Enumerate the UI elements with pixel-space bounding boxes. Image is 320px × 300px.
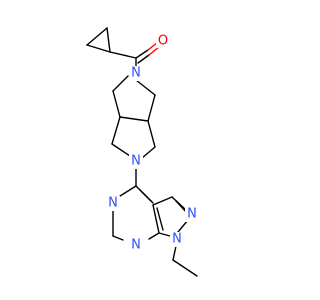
bond (152, 204, 160, 234)
molecule-structure: O N N N N N N (86, 27, 199, 277)
atom-label-oxygen: O (158, 34, 168, 49)
atom-label-nitrogen: N (187, 207, 197, 222)
ethyl-group (172, 245, 198, 277)
carbonyl-group (109, 41, 160, 69)
bond (119, 116, 149, 122)
bond (109, 51, 137, 59)
bond (172, 259, 198, 277)
bond (119, 185, 137, 197)
bond (147, 94, 156, 122)
bond (158, 232, 171, 237)
cyclopropyl-group (86, 27, 111, 53)
atom-label-nitrogen: N (131, 66, 141, 81)
bond (86, 44, 111, 53)
purine-core (112, 185, 189, 241)
atom-label-nitrogen: N (131, 238, 141, 253)
bond (111, 116, 121, 145)
atom-label-nitrogen: N (172, 232, 182, 247)
atom-label-nitrogen: N (108, 196, 118, 211)
bond (135, 49, 149, 59)
bond (147, 120, 156, 148)
bond (172, 245, 177, 261)
bond (112, 90, 121, 118)
bicyclic-amine (111, 75, 156, 159)
bond (148, 232, 160, 240)
bond (141, 146, 156, 159)
bond (111, 143, 131, 157)
bond (156, 207, 164, 231)
bond (148, 46, 160, 56)
atom-labels: O N N N N N N (106, 33, 199, 253)
bond (112, 75, 129, 92)
bond (135, 79, 156, 96)
bond (139, 189, 154, 204)
atom-label-nitrogen: N (131, 154, 141, 169)
bond (106, 27, 111, 53)
bond (86, 27, 108, 46)
bond (152, 196, 173, 206)
bond (112, 235, 124, 241)
bond (137, 54, 150, 64)
